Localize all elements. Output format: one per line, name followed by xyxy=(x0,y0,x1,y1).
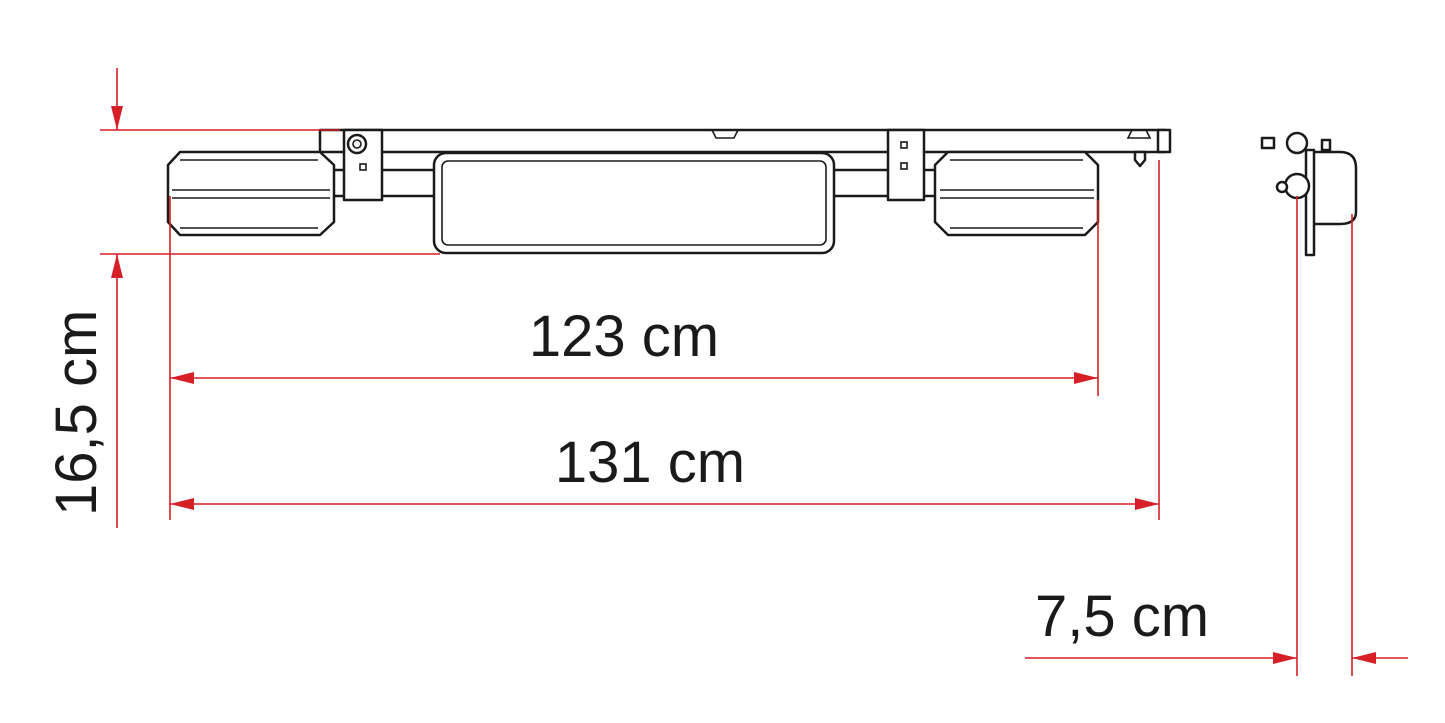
side-plate xyxy=(1310,150,1358,226)
inner-width-arrow-right xyxy=(1074,372,1098,384)
left-knob-center xyxy=(352,139,362,149)
left-foot-detail xyxy=(172,159,330,229)
inner-width-dimension: 123 cm xyxy=(169,196,1099,520)
side-pin xyxy=(1275,180,1289,194)
rack-side-view xyxy=(1260,131,1358,257)
right-foot xyxy=(933,150,1100,237)
depth-dimension: 7,5 cm xyxy=(1025,196,1408,676)
inner-width-arrow-left xyxy=(170,372,194,384)
tube-notch-center xyxy=(710,129,740,139)
side-knob xyxy=(1260,136,1276,150)
left-foot xyxy=(166,150,336,237)
side-bracket xyxy=(1304,148,1316,257)
plate-holder-outer xyxy=(432,151,836,255)
side-tube-top xyxy=(1285,131,1309,155)
depth-label: 7,5 cm xyxy=(1035,584,1209,649)
left-clamp-bolt xyxy=(359,163,367,171)
height-arrow-bottom xyxy=(111,254,123,278)
right-clamp-bolt-bottom xyxy=(900,162,908,170)
plate-holder-inner xyxy=(441,160,827,246)
total-width-arrow-left xyxy=(170,498,194,510)
tube-notch-right xyxy=(1126,129,1152,139)
depth-arrow-left xyxy=(1273,652,1297,664)
tube-end-cap xyxy=(1156,128,1172,154)
height-arrow-top xyxy=(111,106,123,130)
rack-front-view xyxy=(166,128,1172,255)
left-knob xyxy=(346,133,368,155)
main-tube xyxy=(318,128,1167,154)
total-width-dimension: 131 cm xyxy=(170,160,1160,520)
depth-arrow-right xyxy=(1352,652,1376,664)
right-foot-detail xyxy=(940,159,1094,229)
right-clamp-bolt-top xyxy=(900,141,908,149)
inner-width-label: 123 cm xyxy=(529,304,719,369)
height-dimension: 16,5 cm xyxy=(44,68,440,528)
side-nut xyxy=(1320,138,1332,152)
total-width-arrow-right xyxy=(1135,498,1159,510)
height-label: 16,5 cm xyxy=(44,310,109,516)
side-tube-bottom xyxy=(1283,172,1311,200)
right-clamp xyxy=(886,128,926,202)
total-width-label: 131 cm xyxy=(555,430,745,495)
tube-pin xyxy=(1133,150,1147,168)
